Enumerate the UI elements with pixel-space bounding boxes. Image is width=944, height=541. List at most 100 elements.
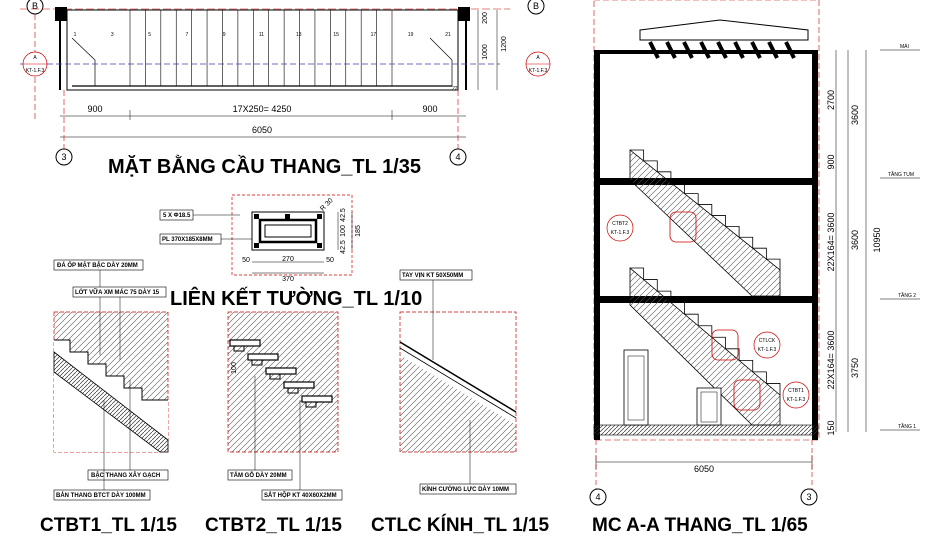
step-number: 21 — [445, 32, 451, 38]
ctbt1-detail: ĐÁ ỐP MẶT BẬC DÀY 20MM LỚT VỮA XM MÁC 75… — [53, 259, 169, 501]
grid-mark-b-right: B — [527, 0, 545, 15]
svg-text:KT-1.F.3: KT-1.F.3 — [529, 68, 548, 74]
svg-text:R 30: R 30 — [319, 197, 334, 212]
svg-text:TẤM GỖ DÀY 20MM: TẤM GỖ DÀY 20MM — [230, 472, 287, 479]
svg-text:PL 370X185X8MM: PL 370X185X8MM — [162, 237, 213, 243]
svg-text:50: 50 — [242, 257, 250, 264]
svg-text:A: A — [536, 55, 540, 61]
wood-tread — [301, 395, 333, 403]
svg-text:KÍNH CƯỜNG LỰC DÀY 10MM: KÍNH CƯỜNG LỰC DÀY 10MM — [422, 485, 509, 493]
svg-text:3: 3 — [61, 152, 66, 162]
svg-text:42.5: 42.5 — [340, 240, 347, 254]
steel-box — [251, 359, 263, 366]
steel-box — [305, 401, 317, 408]
step-number: 5 — [148, 32, 151, 38]
svg-text:TAY VỊN KT 50X50MM: TAY VỊN KT 50X50MM — [402, 273, 463, 279]
svg-text:22X164= 3600: 22X164= 3600 — [826, 331, 836, 390]
svg-text:LỚT VỮA XM MÁC 75 DÀY 15: LỚT VỮA XM MÁC 75 DÀY 15 — [75, 288, 160, 296]
svg-text:TẦNG TUM: TẦNG TUM — [888, 171, 914, 178]
svg-text:MÁI: MÁI — [900, 43, 909, 50]
step-number: 13 — [296, 32, 302, 38]
wood-tread — [283, 381, 315, 389]
step-number: 17 — [371, 32, 377, 38]
tag-ctbt1: CTBT1 KT-1.F.3 — [782, 381, 810, 409]
svg-text:KT-1.F.3: KT-1.F.3 — [26, 68, 45, 74]
svg-text:CTLCK: CTLCK — [759, 338, 776, 344]
svg-text:5 X Φ18.5: 5 X Φ18.5 — [163, 213, 191, 219]
wall-link-title: LIÊN KẾT TƯỜNG_TL 1/10 — [170, 288, 423, 310]
svg-text:10950: 10950 — [872, 227, 882, 252]
section-grid-mark-3: 3 — [800, 488, 818, 506]
svg-text:270: 270 — [282, 256, 294, 263]
step-number: 15 — [333, 32, 339, 38]
step-number: 9 — [223, 32, 226, 38]
svg-text:CTBT2: CTBT2 — [612, 221, 628, 227]
step-number: 1 — [74, 32, 77, 38]
wood-tread — [247, 353, 279, 361]
svg-text:100: 100 — [340, 225, 347, 237]
svg-text:42.5: 42.5 — [340, 208, 347, 222]
svg-text:1200: 1200 — [501, 36, 508, 52]
ctlc-detail: TAY VỊN KT 50X50MM KÍNH CƯỜNG LỰC DÀY 10… — [399, 269, 517, 495]
svg-text:KT-1.F.3: KT-1.F.3 — [787, 397, 806, 403]
svg-text:3600: 3600 — [850, 230, 860, 250]
svg-text:4: 4 — [595, 492, 600, 502]
ctbt2-title: CTBT2_TL 1/15 — [205, 515, 342, 536]
svg-text:3: 3 — [806, 492, 811, 502]
svg-text:KT-1.F.3: KT-1.F.3 — [758, 347, 777, 353]
tag-ctbt2: CTBT2 KT-1.F.3 — [606, 214, 634, 242]
svg-text:ĐÁ ỐP MẶT BẬC DÀY 20MM: ĐÁ ỐP MẶT BẬC DÀY 20MM — [57, 262, 138, 269]
section-title: MC A-A THANG_TL 1/65 — [592, 515, 808, 536]
wood-tread — [265, 367, 297, 375]
svg-text:BẢN THANG BTCT DÀY 100MM: BẢN THANG BTCT DÀY 100MM — [56, 492, 146, 499]
ctbt2-detail: 100 TẤM GỖ DÀY 20MM SẮT HỘP KT 40X60X2MM — [227, 311, 343, 501]
grid-mark-b-left: B — [26, 0, 44, 120]
svg-text:TẦNG 2: TẦNG 2 — [898, 292, 916, 299]
section-mark-a-left: A KT-1.F.3 — [22, 51, 48, 77]
section-grid-mark-4: 4 — [589, 488, 607, 506]
svg-text:17X250= 4250: 17X250= 4250 — [233, 104, 292, 114]
svg-text:22: 22 — [452, 86, 458, 92]
svg-text:B: B — [32, 1, 38, 11]
svg-text:B: B — [533, 1, 539, 11]
svg-text:6050: 6050 — [694, 464, 714, 474]
svg-text:900: 900 — [826, 154, 836, 169]
svg-text:22X164= 3600: 22X164= 3600 — [826, 213, 836, 272]
section-aa: CTBT2 KT-1.F.3 CTLCK KT-1.F.3 CTBT1 KT-1… — [589, 0, 920, 506]
svg-text:4: 4 — [455, 152, 460, 162]
svg-text:150: 150 — [826, 420, 836, 435]
grid-mark-4: 4 — [449, 148, 467, 166]
steel-box — [287, 387, 299, 394]
svg-text:SẮT HỘP KT 40X60X2MM: SẮT HỘP KT 40X60X2MM — [264, 491, 337, 499]
plan-treads — [129, 10, 393, 86]
step-number: 3 — [111, 32, 114, 38]
ctbt1-title: CTBT1_TL 1/15 — [40, 515, 177, 536]
wood-tread — [229, 339, 261, 347]
step-number: 11 — [259, 32, 264, 38]
ctlc-title: CTLC KÍNH_TL 1/15 — [371, 515, 550, 536]
step-number: 19 — [408, 32, 414, 38]
svg-text:370: 370 — [282, 276, 294, 283]
tag-ctlck: CTLCK KT-1.F.3 — [753, 331, 781, 359]
wall-link-detail: 5 X Φ18.5 PL 370X185X8MM 50 270 50 370 4… — [159, 194, 362, 283]
svg-text:3600: 3600 — [850, 105, 860, 125]
grid-mark-3: 3 — [55, 148, 73, 166]
svg-text:6050: 6050 — [252, 125, 272, 135]
section-mark-a-right: A KT-1.F.3 — [525, 51, 551, 77]
svg-text:3750: 3750 — [850, 358, 860, 378]
plan-title: MẶT BẰNG CẦU THANG_TL 1/35 — [108, 156, 421, 178]
svg-text:2700: 2700 — [826, 90, 836, 110]
steel-box — [269, 373, 281, 380]
svg-text:900: 900 — [87, 104, 102, 114]
svg-text:900: 900 — [422, 104, 437, 114]
svg-text:50: 50 — [326, 257, 334, 264]
svg-text:CTBT1: CTBT1 — [788, 388, 804, 394]
svg-text:200: 200 — [482, 12, 489, 24]
step-number: 7 — [186, 32, 189, 38]
svg-text:1000: 1000 — [482, 44, 489, 60]
steel-box — [233, 345, 245, 352]
